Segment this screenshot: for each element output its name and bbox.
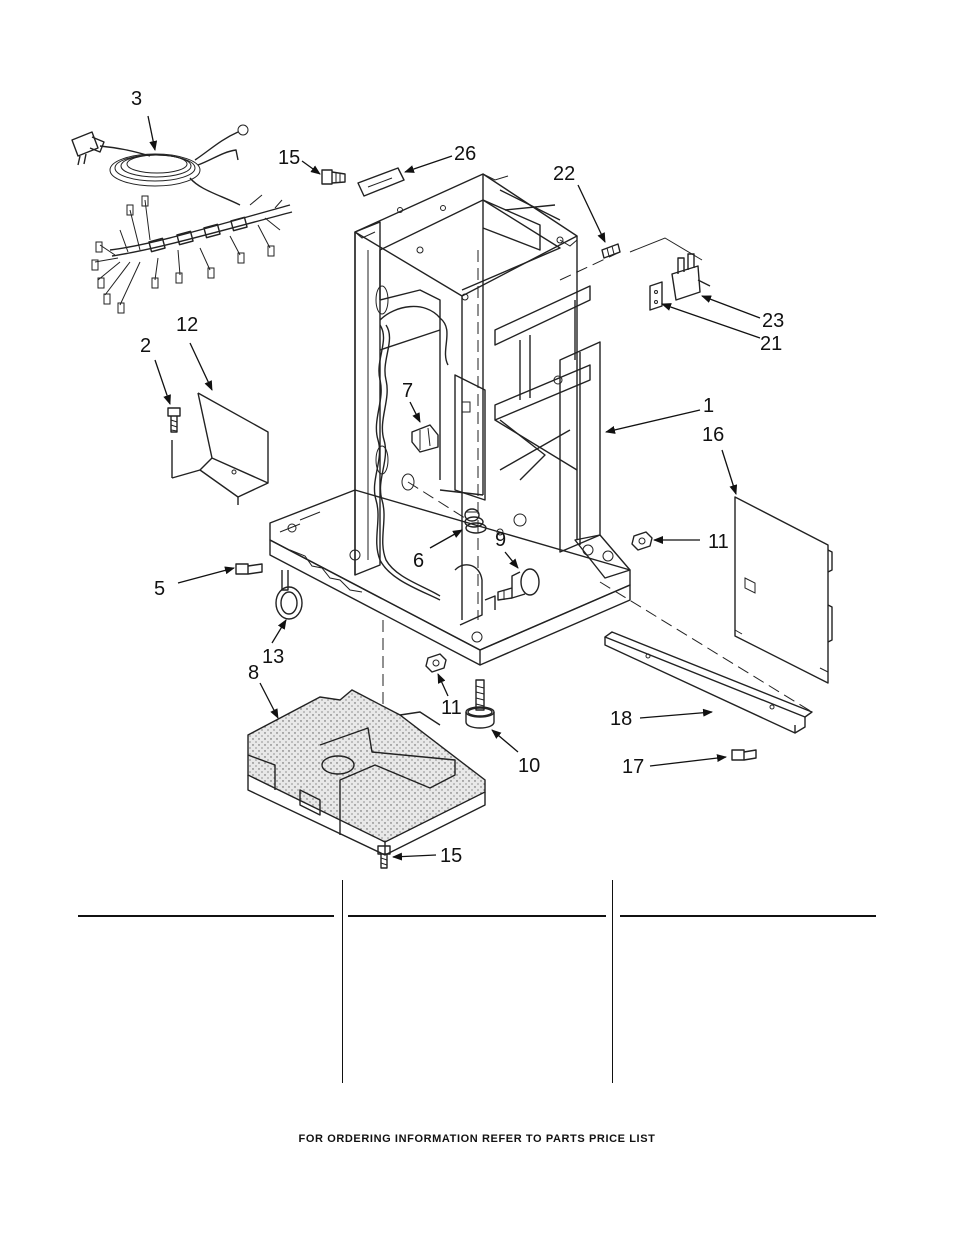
wire-cover-bracket (171, 392, 269, 505)
callout-8: 8 (248, 662, 259, 684)
parts-table-rule-3 (620, 915, 876, 917)
leader-lines (147, 115, 761, 861)
parts-table-divider-2 (612, 880, 613, 1083)
callout-9: 9 (495, 529, 506, 551)
screw-5 (235, 563, 263, 575)
callout-21: 21 (760, 333, 782, 355)
callout-11-left: 11 (441, 697, 462, 719)
callout-15-top: 15 (278, 147, 300, 169)
callout-16: 16 (702, 424, 724, 446)
screw-2 (167, 407, 181, 433)
screw-17 (731, 749, 757, 761)
clip-13 (275, 570, 303, 620)
insulation-pad-8 (247, 689, 486, 856)
panel-16 (734, 496, 833, 684)
callout-12: 12 (176, 314, 198, 336)
callout-2: 2 (140, 335, 151, 357)
callout-5: 5 (154, 578, 165, 600)
power-cord-harness (71, 124, 293, 314)
switch-pointer-line (629, 237, 703, 261)
callout-13: 13 (262, 646, 284, 668)
bracket-26 (357, 167, 405, 197)
parts-table-rule-2 (348, 915, 606, 917)
callout-1: 1 (703, 395, 714, 417)
parts-table-divider-1 (342, 880, 343, 1083)
callout-labels: 3 12 2 15 26 22 23 21 1 16 7 6 9 11 5 13… (131, 88, 784, 867)
callout-7: 7 (402, 380, 413, 402)
screw-15-top (321, 169, 346, 185)
callout-17: 17 (622, 756, 644, 778)
callout-6: 6 (413, 550, 424, 572)
leveling-leg-10 (465, 679, 495, 729)
callout-18: 18 (610, 708, 632, 730)
callout-26: 26 (454, 143, 476, 165)
callout-15-bottom: 15 (440, 845, 462, 867)
callout-3: 3 (131, 88, 142, 110)
parts-table-rule-1 (78, 915, 334, 917)
rail-18 (599, 581, 813, 734)
callout-23: 23 (762, 310, 784, 332)
cabinet-frame (269, 173, 631, 840)
grommet-6 (464, 508, 487, 534)
switch-23 (671, 253, 711, 301)
nut-11-right (631, 531, 653, 551)
nut-11-left (425, 653, 447, 673)
switch-7 (411, 424, 439, 453)
screw-15-bottom (377, 845, 391, 869)
callout-22: 22 (553, 163, 575, 185)
screw-22 (559, 243, 621, 281)
bracket-21 (649, 281, 663, 311)
valve-9 (497, 568, 540, 601)
ordering-footer: FOR ORDERING INFORMATION REFER TO PARTS … (298, 1133, 656, 1145)
callout-11-right: 11 (708, 531, 729, 553)
callout-10: 10 (518, 755, 540, 777)
